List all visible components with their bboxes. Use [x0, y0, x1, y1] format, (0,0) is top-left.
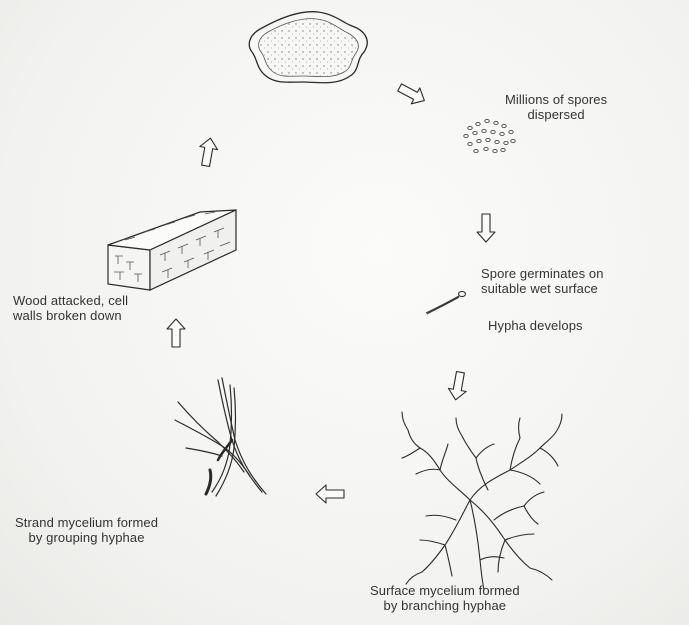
label-strand-mycelium: Strand mycelium formed by grouping hypha… — [15, 515, 158, 545]
surface-mycelium — [402, 412, 562, 590]
label-wood: Wood attacked, cell walls broken down — [13, 293, 128, 323]
label-wood-line-2: walls broken down — [13, 308, 128, 323]
arrow-to-germination — [477, 214, 495, 242]
arrow-to-fruiting-body — [197, 137, 220, 168]
label-strand-line-1: Strand mycelium formed — [15, 515, 158, 530]
label-wood-line-1: Wood attacked, cell — [13, 293, 128, 308]
label-hypha-line-1: Hypha develops — [488, 318, 583, 333]
label-germinate: Spore germinates on suitable wet surface — [481, 266, 604, 296]
label-surface-mycelium: Surface mycelium formed by branching hyp… — [370, 583, 520, 613]
label-surface-line-2: by branching hyphae — [370, 598, 520, 613]
arrow-to-surface-mycelium — [447, 371, 470, 402]
label-hypha: Hypha develops — [488, 318, 583, 333]
arrow-to-strand-mycelium — [316, 485, 344, 503]
label-surface-line-1: Surface mycelium formed — [370, 583, 520, 598]
germinating-spore — [426, 291, 466, 314]
label-spores: Millions of spores dispersed — [505, 92, 607, 122]
label-spores-line-2: dispersed — [505, 107, 607, 122]
spore-cloud — [464, 119, 515, 152]
wood-block — [108, 210, 236, 290]
label-strand-line-2: by grouping hyphae — [15, 530, 158, 545]
label-germinate-line-1: Spore germinates on — [481, 266, 604, 281]
arrow-to-spores — [395, 79, 428, 108]
label-spores-line-1: Millions of spores — [505, 92, 607, 107]
label-germinate-line-2: suitable wet surface — [481, 281, 604, 296]
arrow-to-wood — [167, 319, 185, 347]
fruiting-body — [249, 12, 367, 83]
cycle-arrows — [167, 79, 495, 503]
strand-mycelium — [175, 378, 266, 496]
